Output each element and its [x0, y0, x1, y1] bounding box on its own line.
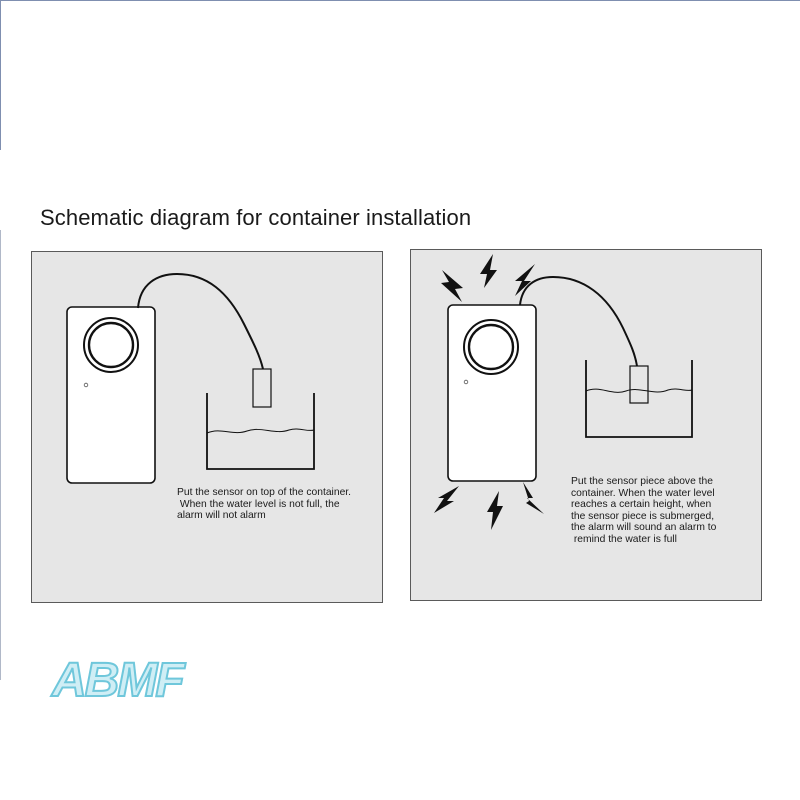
lightning-bolt-icon — [480, 254, 497, 288]
left-border-line-lower — [0, 230, 1, 680]
sensor-piece — [252, 368, 272, 408]
lightning-bolt-icon — [515, 264, 535, 296]
caption-not-full: Put the sensor on top of the container. … — [177, 487, 352, 522]
speaker-inner-ring — [87, 321, 135, 369]
lightning-bolt-icon — [487, 491, 503, 530]
lightning-bolt-icon — [434, 486, 459, 513]
top-border-line — [0, 0, 800, 1]
sensor-piece — [629, 365, 649, 404]
alarm-lightning-bolts — [434, 254, 544, 530]
lightning-bolt-icon — [441, 270, 463, 302]
sensor-cable — [137, 272, 264, 370]
water-surface — [206, 428, 315, 434]
speaker-inner-ring — [467, 323, 515, 371]
panel-not-full: Put the sensor on top of the container. … — [31, 251, 383, 603]
water-container — [585, 360, 693, 438]
indicator-led — [83, 382, 89, 388]
water-surface — [585, 388, 693, 393]
panel-full: Put the sensor piece above the container… — [410, 249, 762, 601]
panel-full-drawing — [434, 254, 693, 530]
lightning-bolt-icon — [523, 482, 544, 514]
sensor-cable — [519, 275, 638, 367]
caption-full: Put the sensor piece above the container… — [571, 476, 717, 545]
panel-not-full-drawing — [66, 272, 315, 484]
abmf-logo: ABMF — [50, 653, 188, 708]
left-border-line — [0, 0, 1, 150]
diagram-title: Schematic diagram for container installa… — [40, 205, 472, 230]
indicator-led — [463, 379, 469, 385]
logo-text: ABMF — [51, 654, 186, 707]
water-container — [206, 393, 315, 470]
